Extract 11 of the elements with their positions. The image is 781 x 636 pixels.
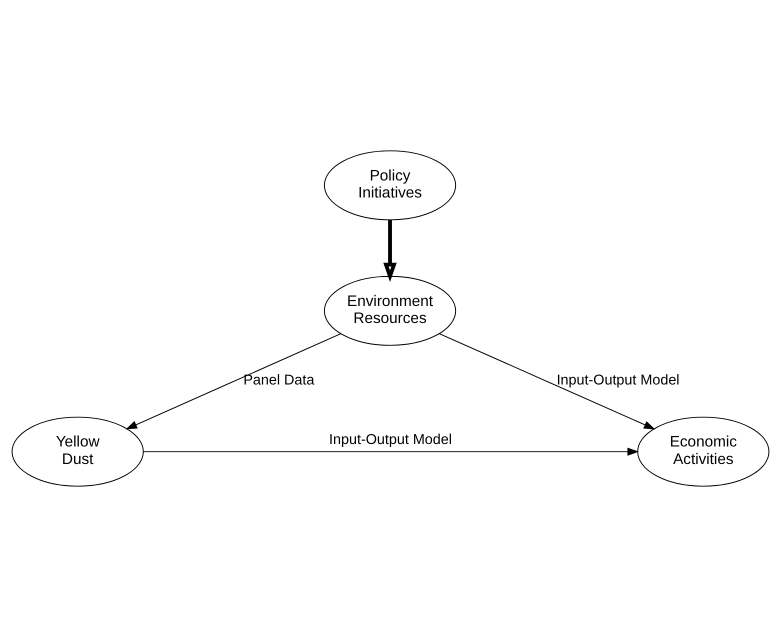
node-ellipse: Environment Resources — [324, 275, 456, 346]
arrow — [438, 332, 656, 429]
edge-label: Panel Data — [243, 372, 314, 388]
edge-label: Input-Output Model — [556, 372, 680, 388]
node-ellipse: Yellow Dust — [12, 416, 144, 486]
arrow — [142, 447, 639, 456]
node-ellipse: Economic Activities — [637, 416, 770, 486]
arrow — [383, 220, 397, 282]
arrow — [126, 332, 341, 429]
edge-label: Input-Output Model — [329, 432, 452, 448]
node-ellipse: Policy Initiatives — [324, 150, 456, 220]
